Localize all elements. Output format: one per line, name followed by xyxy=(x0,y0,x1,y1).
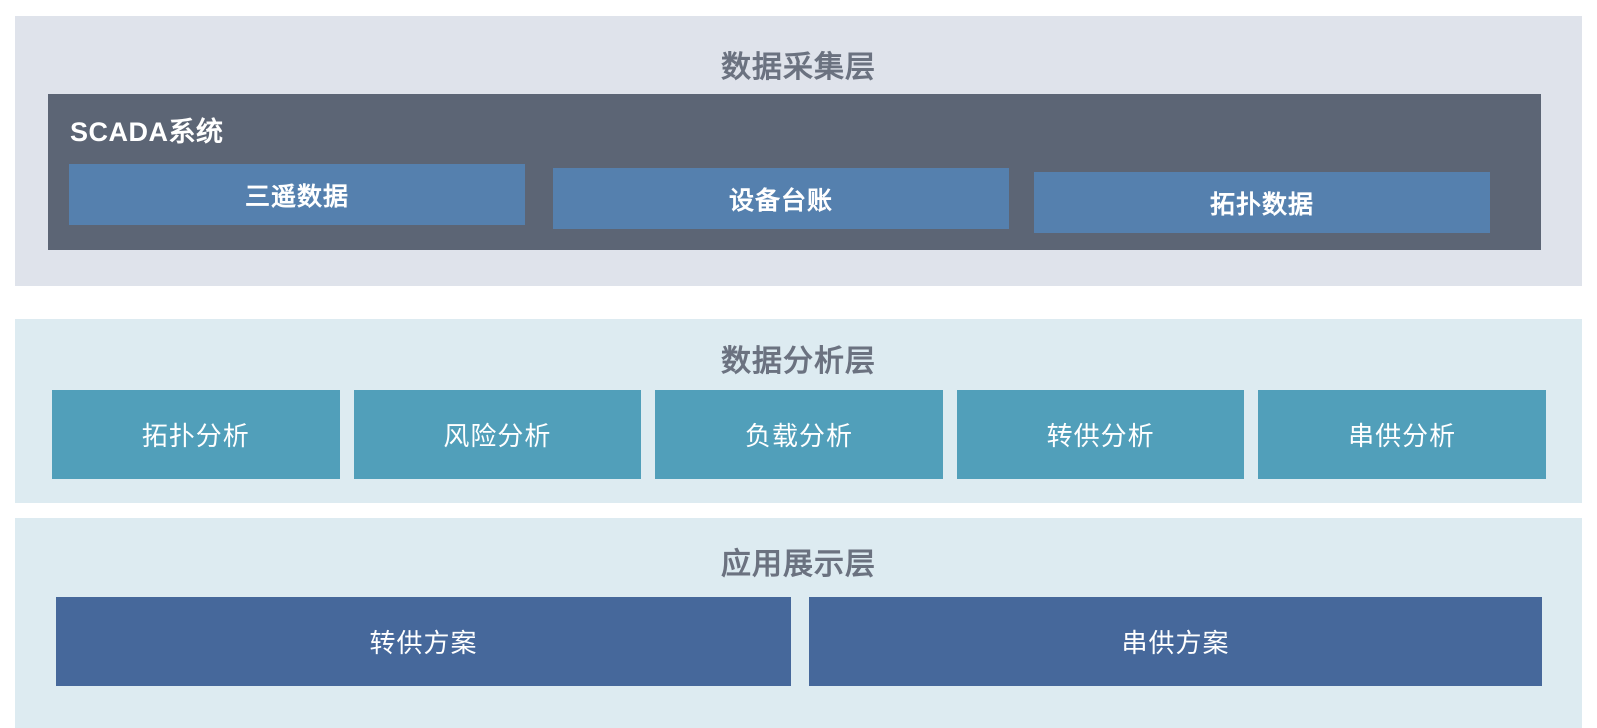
scada-system-label: SCADA系统 xyxy=(70,117,224,147)
layer-title-application-presentation: 应用展示层 xyxy=(721,548,876,581)
layer-data-acquisition: 数据采集层 SCADA系统 三遥数据 设备台账 拓扑数据 xyxy=(15,16,1582,286)
application-box-transfer-supply-plan[interactable]: 转供方案 xyxy=(56,597,791,686)
data-source-box-telemetry[interactable]: 三遥数据 xyxy=(69,164,525,225)
application-box-series-supply-plan[interactable]: 串供方案 xyxy=(809,597,1542,686)
layer-title-data-acquisition: 数据采集层 xyxy=(721,51,876,84)
scada-system-panel: SCADA系统 三遥数据 设备台账 拓扑数据 xyxy=(48,94,1541,250)
layer-title-data-analysis: 数据分析层 xyxy=(721,345,876,378)
application-box-row: 转供方案 串供方案 xyxy=(56,597,1542,686)
analysis-box-series-supply[interactable]: 串供分析 xyxy=(1258,390,1546,479)
data-source-box-topology-data[interactable]: 拓扑数据 xyxy=(1034,172,1490,233)
analysis-box-topology[interactable]: 拓扑分析 xyxy=(52,390,340,479)
layer-application-presentation: 应用展示层 转供方案 串供方案 xyxy=(15,518,1582,728)
analysis-box-row: 拓扑分析 风险分析 负载分析 转供分析 串供分析 xyxy=(52,390,1546,479)
analysis-box-transfer-supply[interactable]: 转供分析 xyxy=(956,390,1245,479)
data-source-box-equipment-ledger[interactable]: 设备台账 xyxy=(553,168,1009,229)
analysis-box-load[interactable]: 负载分析 xyxy=(655,390,943,479)
analysis-box-risk[interactable]: 风险分析 xyxy=(353,390,642,479)
layer-data-analysis: 数据分析层 拓扑分析 风险分析 负载分析 转供分析 串供分析 xyxy=(15,319,1582,503)
